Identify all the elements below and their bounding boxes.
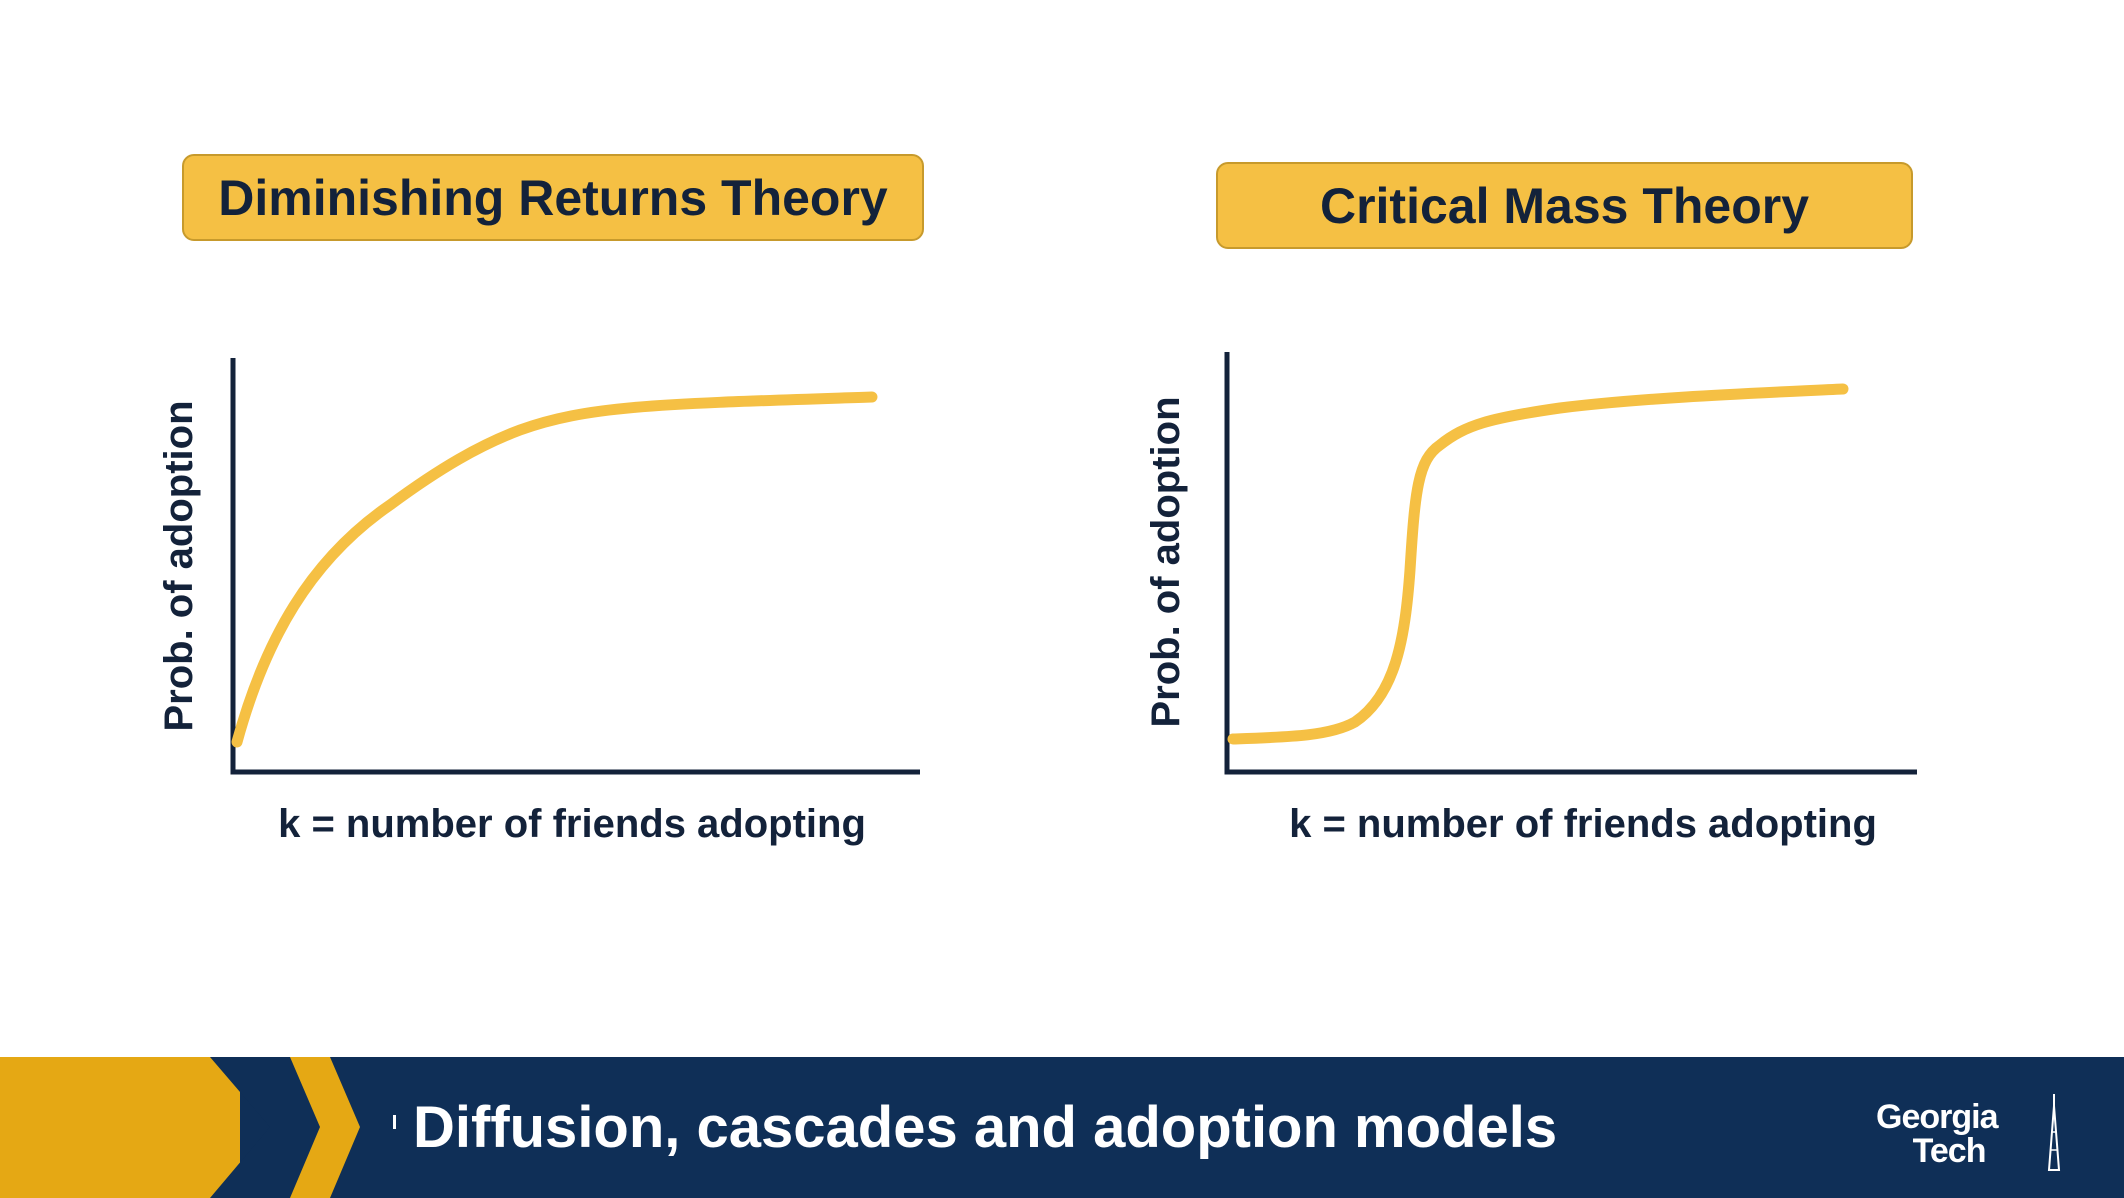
right-xlabel: k = number of friends adopting (1289, 802, 1877, 846)
footer-gold-block (0, 1057, 240, 1198)
right-axes (1224, 352, 1917, 775)
georgia-tech-logo: Georgia Tech (1876, 1098, 1998, 1170)
left-xlabel: k = number of friends adopting (278, 802, 866, 846)
diminishing-returns-curve (231, 391, 878, 748)
left-diagram: Prob. of adoption k = number of friends … (157, 358, 920, 846)
critical-mass-curve (1227, 383, 1849, 745)
right-ylabel: Prob. of adoption (1144, 396, 1188, 727)
diagrams-canvas: Prob. of adoption k = number of friends … (157, 352, 1917, 846)
left-axes (230, 358, 920, 775)
right-diagram: Prob. of adoption k = number of friends … (1144, 352, 1917, 846)
left-ylabel: Prob. of adoption (157, 400, 201, 731)
footer-title: Diffusion, cascades and adoption models (413, 1095, 1558, 1160)
critical-mass-title: Critical Mass Theory (1216, 162, 1913, 249)
logo-line-1: Georgia (1876, 1098, 1998, 1136)
logo-line-2: Tech (1912, 1132, 1987, 1170)
footer-marker (393, 1115, 396, 1129)
footer-banner: Diffusion, cascades and adoption models (0, 1057, 2124, 1198)
tower-icon (2047, 1094, 2061, 1171)
diminishing-returns-title: Diminishing Returns Theory (182, 154, 924, 241)
chevron-icon (210, 1057, 360, 1198)
